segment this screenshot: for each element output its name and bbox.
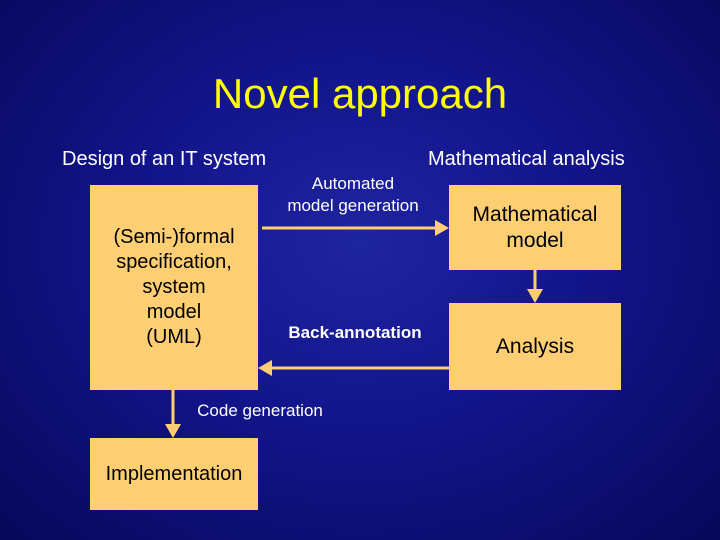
math-model-label: Mathematical model	[472, 202, 598, 252]
back-annotation-label: Back-annotation	[288, 323, 422, 342]
implementation-box: Implementation	[90, 438, 258, 510]
implementation-label: Implementation	[105, 463, 243, 485]
arrow-automated-head	[435, 220, 449, 236]
arrow-model-to-analysis-head	[527, 289, 543, 303]
spec-box: (Semi-)formal specification, system mode…	[90, 185, 258, 390]
analysis-label: Analysis	[495, 334, 575, 358]
arrow-code-generation-head	[165, 424, 181, 438]
heading-analysis: Mathematical analysis	[428, 148, 625, 170]
math-model-box: Mathematical model	[449, 185, 621, 270]
arrow-back-annotation-head	[258, 360, 272, 376]
spec-box-label: (Semi-)formal specification, system mode…	[113, 226, 235, 348]
code-generation-label: Code generation	[197, 401, 323, 420]
automated-label: Automated model generation	[287, 174, 419, 215]
analysis-box: Analysis	[449, 303, 621, 390]
slide-title: Novel approach	[212, 70, 508, 117]
heading-design: Design of an IT system	[62, 148, 267, 170]
